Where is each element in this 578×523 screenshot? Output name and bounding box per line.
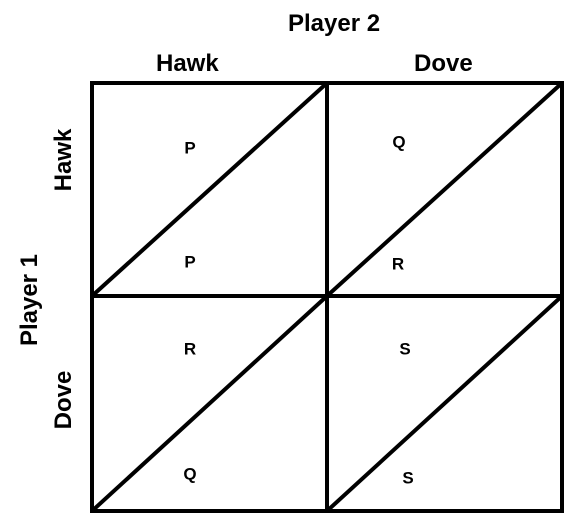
payoff-dove-dove-top: S	[399, 339, 411, 359]
cell-diagonal-dove-dove	[325, 294, 564, 513]
payoff-dove-hawk-top: R	[183, 339, 197, 359]
payoff-hawk-dove-top: Q	[392, 132, 406, 152]
cell-diagonal-dove-hawk	[90, 294, 329, 513]
payoff-dove-hawk-bottom: Q	[183, 464, 197, 484]
col-label-hawk: Hawk	[156, 50, 219, 77]
col-label-dove: Dove	[414, 50, 473, 77]
payoff-dove-dove-bottom: S	[402, 468, 414, 488]
cell-diagonal-hawk-hawk	[90, 81, 329, 298]
payoff-hawk-hawk-top: P	[184, 138, 196, 158]
payoff-hawk-hawk-bottom: P	[184, 252, 196, 272]
player2-title: Player 2	[288, 10, 381, 37]
cell-diagonal-hawk-dove	[325, 81, 564, 298]
payoff-hawk-dove-bottom: R	[391, 254, 405, 274]
